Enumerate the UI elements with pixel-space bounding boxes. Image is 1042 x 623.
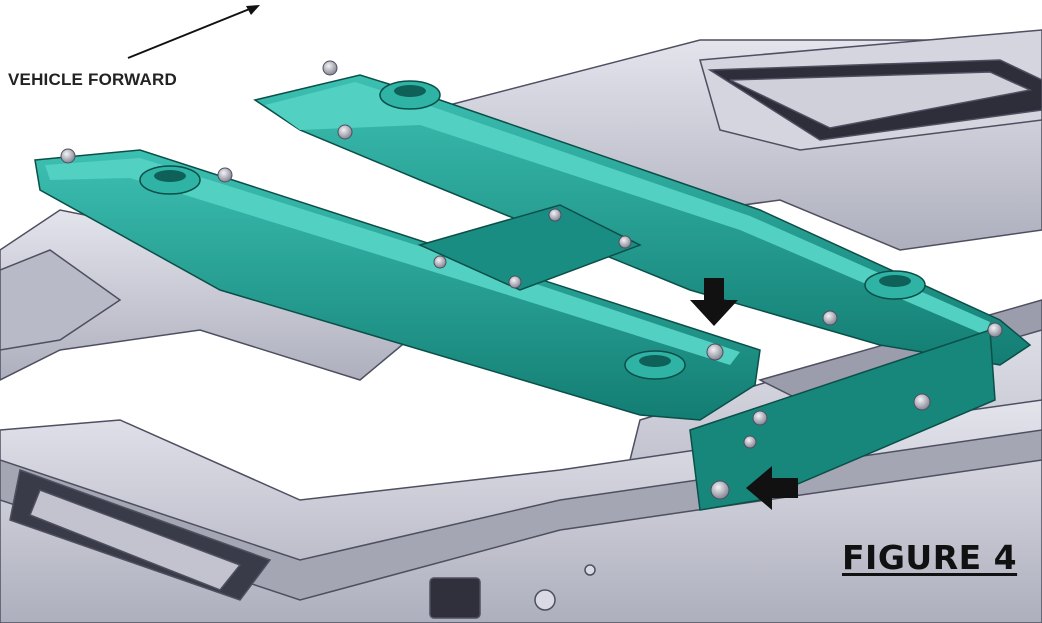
arrow-down-icon [690, 278, 738, 326]
figure-number-label: FIGURE 4 [842, 538, 1018, 577]
bracket-center-plate [417, 204, 642, 291]
arrow-up-right-icon [127, 5, 260, 59]
bracket-side-plate [689, 328, 996, 511]
hitch-bracket [34, 74, 1032, 511]
bolt-heads [60, 60, 1003, 500]
bracket-rail-left [34, 149, 761, 421]
vehicle-forward-label: VEHICLE FORWARD [8, 70, 177, 89]
arrow-left-icon [746, 466, 798, 510]
